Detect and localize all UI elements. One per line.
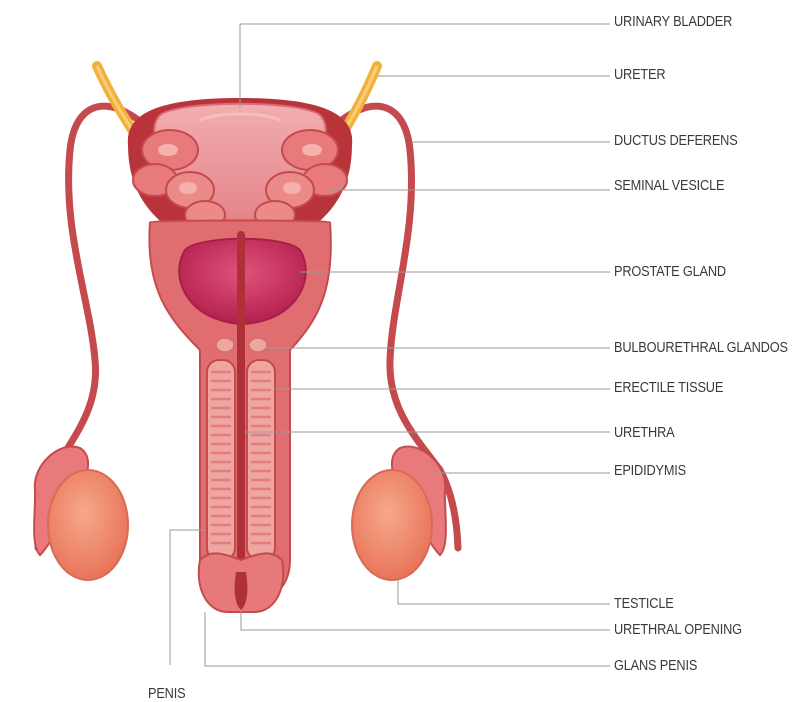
leader-testicle <box>398 580 610 604</box>
label-glans-penis: GLANS PENIS <box>614 658 697 674</box>
label-ductus-deferens: DUCTUS DEFERENS <box>614 133 738 149</box>
label-prostate-gland: PROSTATE GLAND <box>614 264 726 280</box>
label-erectile-tissue: ERECTILE TISSUE <box>614 380 723 396</box>
leader-urethral-opening <box>241 610 610 630</box>
label-penis: PENIS <box>148 686 185 702</box>
label-urinary-bladder: URINARY BLADDER <box>614 14 732 30</box>
label-urethra: URETHRA <box>614 425 674 441</box>
label-urethral-opening: URETHRAL OPENING <box>614 622 742 638</box>
label-bulbourethral: BULBOURETHRAL GLANDOS <box>614 340 788 356</box>
leader-urinary-bladder <box>240 24 610 108</box>
label-epididymis: EPIDIDYMIS <box>614 463 686 479</box>
testicle-right <box>352 446 446 580</box>
leader-glans-penis <box>205 612 610 666</box>
label-testicle: TESTICLE <box>614 596 674 612</box>
label-seminal-vesicle: SEMINAL VESICLE <box>614 178 724 194</box>
testicle-left <box>34 446 128 580</box>
label-ureter: URETER <box>614 67 665 83</box>
